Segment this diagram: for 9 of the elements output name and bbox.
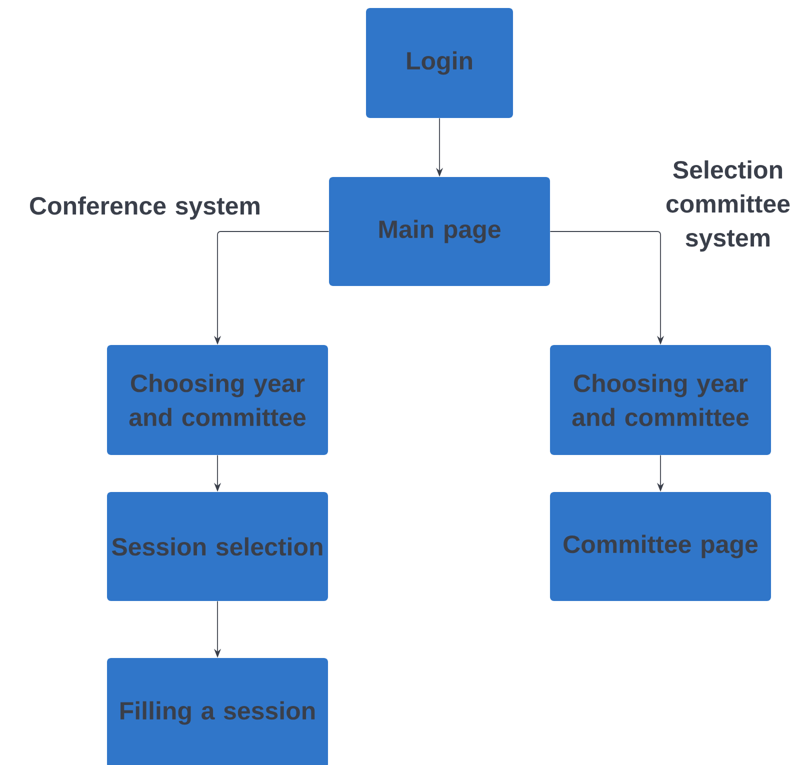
process-box: Choosing year and committee: [107, 345, 328, 455]
process-box: Main page: [329, 177, 550, 286]
group-label: Selection committee system: [666, 160, 790, 252]
process-box: Filling a session: [107, 658, 328, 765]
process-box: Login: [366, 8, 513, 118]
process-box: Committee page: [550, 492, 771, 601]
process-box: Session selection: [107, 492, 328, 601]
process-box: Choosing year and committee: [550, 345, 771, 455]
group-label: Conference system: [30, 196, 260, 220]
